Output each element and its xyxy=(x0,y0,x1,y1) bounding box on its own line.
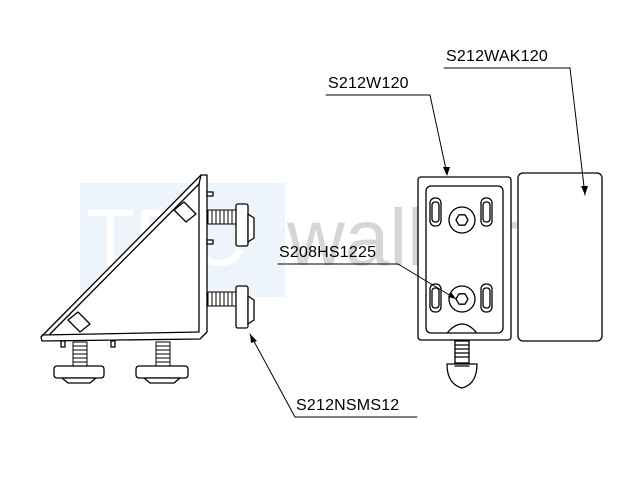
bolt-bottom-right xyxy=(135,341,189,384)
bolt-bottom-left xyxy=(53,341,105,384)
cover-plate xyxy=(517,172,603,342)
angle-bracket-side-view xyxy=(40,174,214,348)
label-hex-screw: S208HS1225 xyxy=(279,244,377,261)
label-t-slot-nut-screw: S212NSMS12 xyxy=(296,397,400,414)
bolt-right-upper xyxy=(207,203,255,247)
bolt-right-lower xyxy=(207,285,255,329)
bracket-front-view xyxy=(417,176,512,389)
label-bracket: S212W120 xyxy=(328,75,409,92)
leader-lines xyxy=(249,67,588,418)
label-cover-plate: S212WAK120 xyxy=(446,48,548,65)
